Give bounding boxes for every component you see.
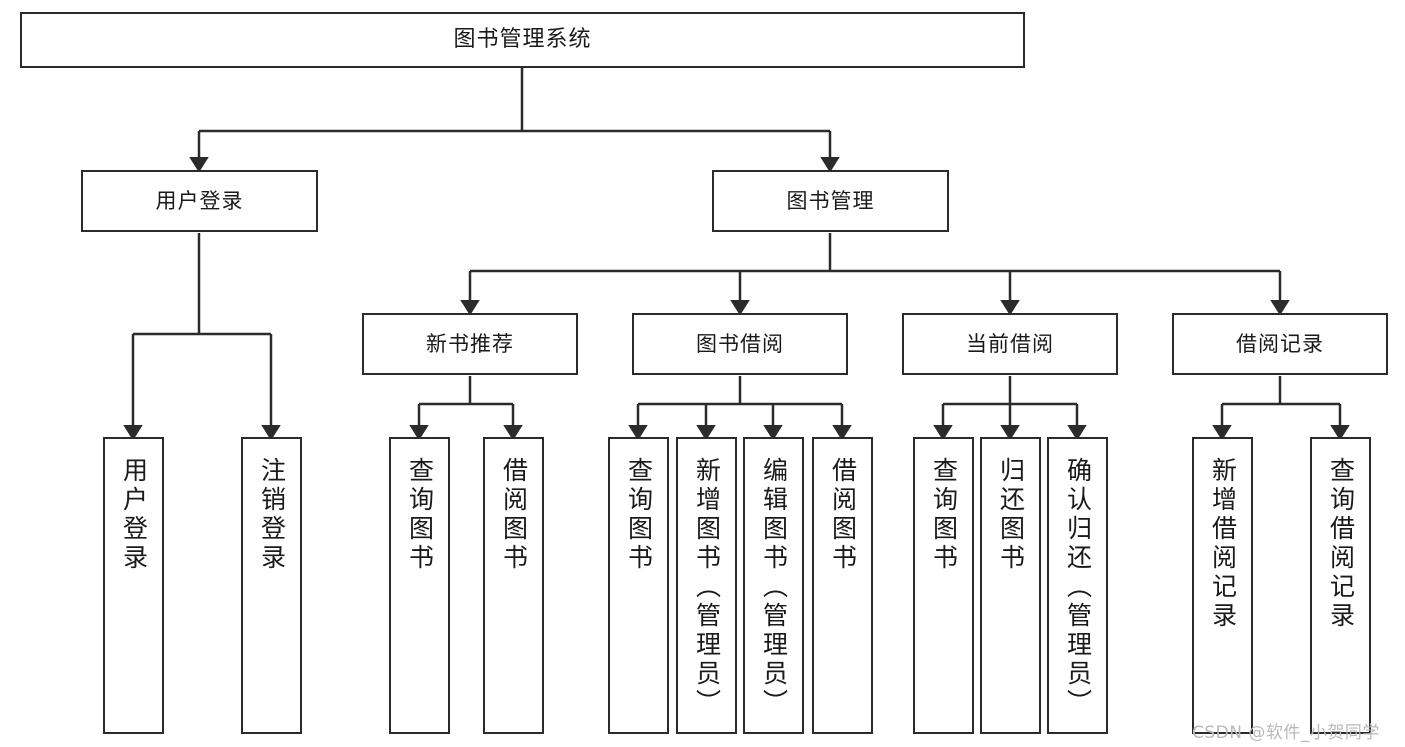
leaf-new-book-query-book[interactable]: 查询图书 [389,437,450,734]
node-label: 新增借阅记录 [1208,457,1238,631]
node-label: 归还图书 [996,457,1026,573]
node-label: 新增图书（管理员） [692,457,722,718]
node-borrow-record[interactable]: 借阅记录 [1172,313,1388,375]
node-label: 查询图书 [405,457,435,573]
node-label: 图书管理 [786,188,875,213]
node-label: 确认归还（管理员） [1063,457,1093,718]
leaf-current-borrow-query-book[interactable]: 查询图书 [913,437,974,734]
node-label: 当前借阅 [966,331,1054,356]
leaf-user-login-logout[interactable]: 注销登录 [241,437,302,734]
node-user-login[interactable]: 用户登录 [81,170,318,232]
node-label: 新书推荐 [426,331,514,356]
leaf-book-borrow-query-book[interactable]: 查询图书 [608,437,669,734]
leaf-new-book-borrow-book[interactable]: 借阅图书 [483,437,544,734]
leaf-book-borrow-add-book[interactable]: 新增图书（管理员） [676,437,737,734]
leaf-borrow-record-query-record[interactable]: 查询借阅记录 [1310,437,1371,734]
watermark-text: CSDN @软件_小贺同学 [1192,723,1380,743]
node-label: 用户登录 [155,188,244,213]
leaf-current-borrow-return-book[interactable]: 归还图书 [980,437,1041,734]
node-label: 查询图书 [929,457,959,573]
leaf-current-borrow-confirm-return[interactable]: 确认归还（管理员） [1047,437,1108,734]
leaf-book-borrow-edit-book[interactable]: 编辑图书（管理员） [743,437,804,734]
node-book-management[interactable]: 图书管理 [712,170,949,232]
node-label: 借阅图书 [499,457,529,573]
node-label: 用户登录 [119,457,149,573]
node-label: 编辑图书（管理员） [759,457,789,718]
node-new-book-recommend[interactable]: 新书推荐 [362,313,578,375]
node-label: 注销登录 [257,457,287,573]
node-label: 借阅记录 [1236,331,1324,356]
leaf-book-borrow-borrow-book[interactable]: 借阅图书 [812,437,873,734]
node-current-borrow[interactable]: 当前借阅 [902,313,1118,375]
node-label: 图书管理系统 [453,27,592,53]
node-label: 图书借阅 [696,331,784,356]
node-label: 查询借阅记录 [1326,457,1356,631]
node-label: 查询图书 [624,457,654,573]
leaf-borrow-record-add-record[interactable]: 新增借阅记录 [1192,437,1253,734]
node-book-borrow[interactable]: 图书借阅 [632,313,848,375]
node-label: 借阅图书 [828,457,858,573]
node-root-book-management-system[interactable]: 图书管理系统 [20,12,1025,68]
leaf-user-login-login[interactable]: 用户登录 [103,437,164,734]
